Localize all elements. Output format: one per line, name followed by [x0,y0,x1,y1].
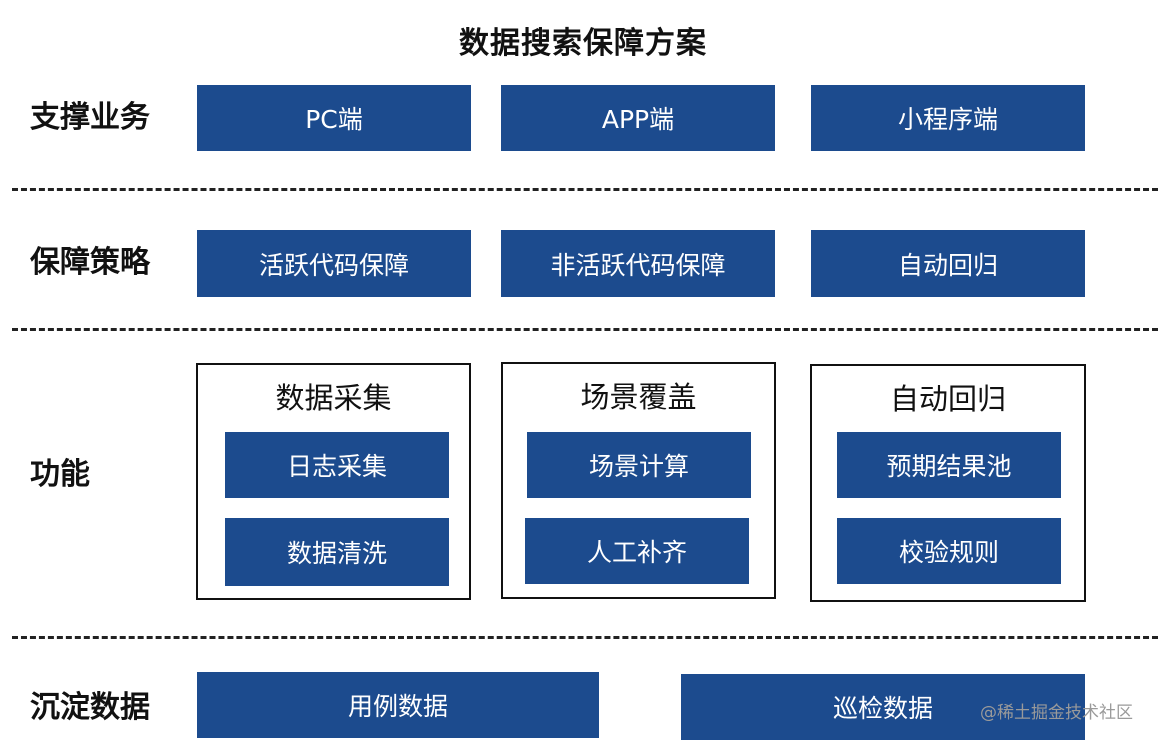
section-divider [12,328,1158,331]
function-group-title: 自动回归 [889,382,1006,416]
function-box-expected-pool: 预期结果池 [837,432,1061,498]
row-label-business: 支撑业务 [30,100,150,135]
strategy-box-active-code: 活跃代码保障 [197,230,471,297]
row-label-strategy: 保障策略 [30,245,150,280]
business-box-app: APP端 [501,85,775,151]
watermark: @稀土掘金技术社区 [980,703,1133,723]
function-box-log-collection: 日志采集 [225,432,449,498]
diagram-title: 数据搜索保障方案 [459,26,707,61]
business-box-miniprogram: 小程序端 [811,85,1085,151]
function-box-scenario-calc: 场景计算 [527,432,751,498]
section-divider [12,636,1158,639]
function-box-data-cleaning: 数据清洗 [225,518,449,586]
function-group-title: 数据采集 [275,381,392,415]
function-group-title: 场景覆盖 [580,380,697,414]
data-box-inspection: 巡检数据 [681,674,1085,740]
row-label-functions: 功能 [30,457,90,492]
row-label-data: 沉淀数据 [30,690,150,725]
function-box-manual-fill: 人工补齐 [525,518,749,584]
section-divider [12,188,1158,191]
strategy-box-auto-regression: 自动回归 [811,230,1085,297]
function-box-check-rules: 校验规则 [837,518,1061,584]
data-box-test-cases: 用例数据 [197,672,599,738]
strategy-box-inactive-code: 非活跃代码保障 [501,230,775,297]
business-box-pc: PC端 [197,85,471,151]
